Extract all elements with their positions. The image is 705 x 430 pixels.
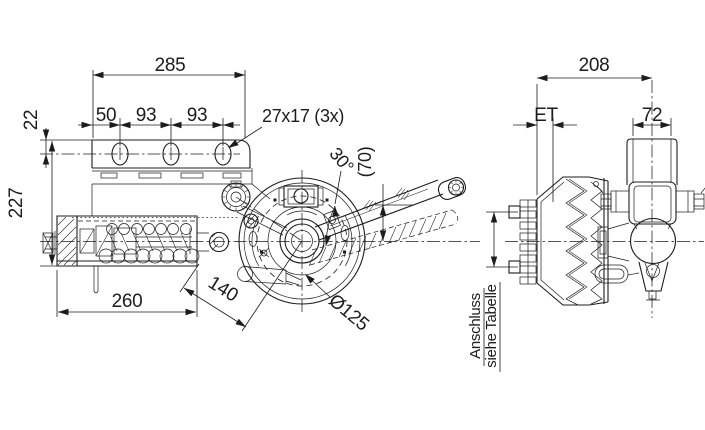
dim-housing-length-label: 260 [112,291,143,312]
ratchet-wheel [221,180,288,236]
mounting-bracket [91,139,251,169]
rear-view [505,80,705,318]
coupling-socket [629,217,677,265]
side-bolt-right [675,187,705,213]
connection-note-line2: siehe Tabelle [483,284,500,367]
dim-rear-overall-width-label: 208 [579,55,610,76]
shoe-pin [340,225,350,241]
lever-markings [362,187,410,212]
coupling-bracket [593,138,705,301]
adjuster-block [278,185,324,208]
dim-insertion-depth-label: ET [534,105,558,126]
note-underlines [483,282,501,372]
dim-hole-pitch-3-label: 93 [187,105,208,126]
damper-eye [594,264,640,284]
hub-piece [597,222,630,262]
dim-top-offset-label: 22 [21,110,42,131]
dim-center-distance-label: 140 [204,272,241,306]
cable-barrel [237,247,302,286]
coil-spring [98,223,200,264]
side-bolt-left [593,181,630,213]
lever-range-hatch [308,209,459,267]
dim-drum-diameter-label: Ø125 [324,290,372,335]
spring-damper-tube [42,215,240,294]
handbrake-lever [314,177,467,241]
dim-hole-pitch-2-label: 93 [136,105,157,126]
centerlines [505,80,704,318]
dim-bracket-width-label: 72 [642,105,663,126]
extension-lines [40,70,672,332]
dimensions: 285 50 93 93 27x17 (3x) 22 227 260 140 Ø… [6,55,672,372]
dimension-lines [45,74,671,328]
side-view [40,139,480,315]
connection-note-line1: Anschluss [467,293,484,359]
dim-slot-size-label: 27x17 (3x) [262,106,344,126]
centerlines [40,153,480,315]
dim-overall-height-label: 227 [6,188,27,219]
bracket-rail [91,168,271,216]
dim-hole-pitch-1-label: 50 [96,105,117,126]
spline-flange [508,199,537,285]
hatching-end-cap [57,216,77,266]
bellows [536,176,609,306]
lever-grip [437,177,467,200]
shoe-pin [248,231,258,247]
dim-overall-width-label: 285 [155,55,186,76]
leader-lines [230,126,342,298]
drawbar-eye [208,231,230,253]
clamp-v [638,261,669,301]
brake-drum [237,177,366,305]
rail-slots [100,172,242,179]
dim-lever-angle-label: 30° [325,144,357,177]
dim-lever-height-ref-label: (70) [355,147,375,178]
